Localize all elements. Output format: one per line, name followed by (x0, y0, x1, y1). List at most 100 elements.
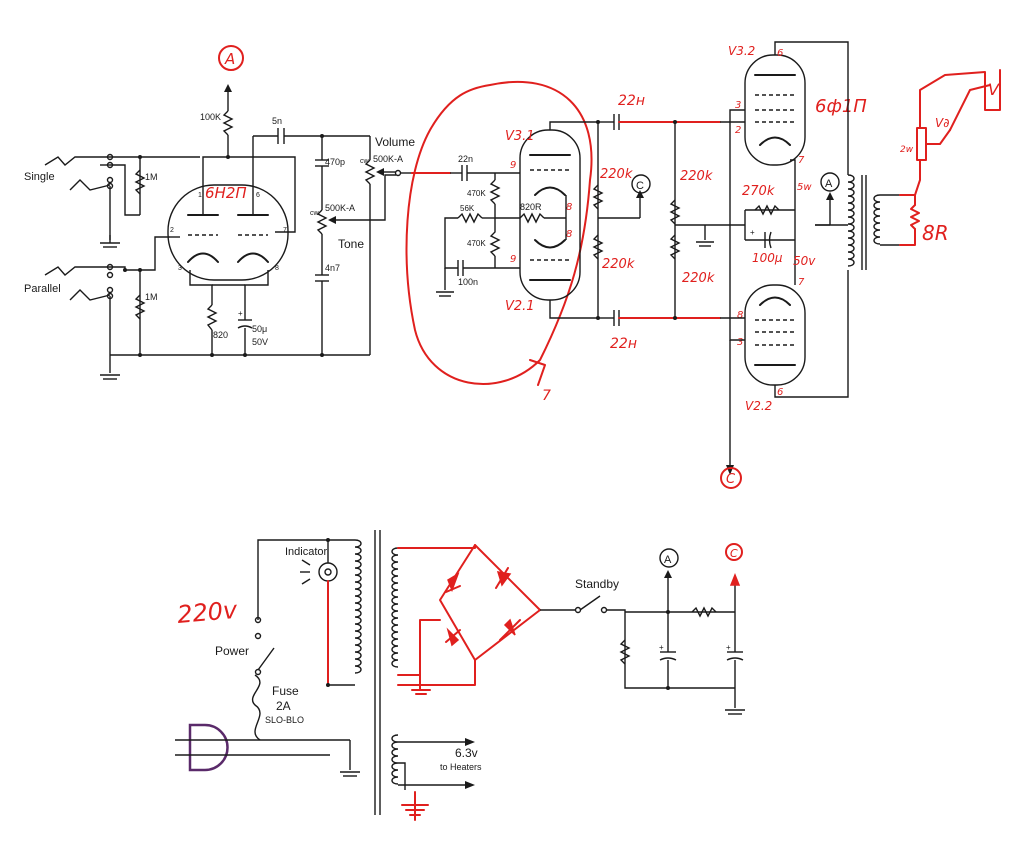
hw-pin: 6 (777, 387, 783, 398)
hw-pin: 8 (737, 310, 743, 321)
hw-r8r: 8R (922, 221, 949, 245)
phase-inverter-section: 7 V3.1 V2.1 9 9 8 8 22n 470K 56K 470K (405, 80, 745, 404)
hw-r220k-b: 220k (602, 257, 635, 272)
hw-va: V∂ (935, 116, 949, 130)
label-r-470k-b: 470K (467, 239, 486, 248)
tube-v3-2 (744, 54, 806, 166)
hw-pin: 8 (566, 229, 572, 240)
output-transformer (847, 174, 900, 270)
label-tone: Tone (338, 237, 364, 251)
standby-switch[interactable] (574, 595, 608, 614)
jack-parallel[interactable] (44, 263, 114, 301)
hw-r2w: 2w (900, 145, 914, 155)
node-a-top: A (218, 45, 244, 71)
node-c-supply: C (725, 543, 743, 561)
tube-v2-2 (744, 284, 806, 386)
hw-mains: 220v (176, 596, 239, 629)
hw-r220k-c: 220k (680, 169, 713, 184)
hw-v50: 50v (793, 254, 816, 268)
hw-pin: 2 (735, 125, 741, 136)
cap-plus: + (726, 643, 731, 652)
label-pot-tone: 500K-A (325, 203, 355, 213)
hw-seven: 7 (542, 388, 551, 404)
label-r-1m-top: 1M (145, 172, 158, 182)
hw-c22h-bot: 22н (610, 336, 637, 352)
power-transformer (354, 530, 399, 815)
preamp-section: Single Parallel 1M 1M (24, 45, 451, 380)
mains-plug (175, 723, 229, 772)
label-c-22n: 22n (458, 154, 473, 164)
label-r-820r: 820R (520, 202, 542, 212)
cap-plus: + (659, 643, 664, 652)
power-switch[interactable] (254, 616, 275, 676)
hw-c100u: 100μ (752, 251, 783, 265)
label-r-820: 820 (213, 330, 228, 340)
jack-single[interactable] (44, 153, 114, 191)
hw-pin: 9 (510, 254, 516, 265)
node-c-bottom: C (720, 467, 742, 489)
node-a-supply: A (659, 548, 679, 568)
label-c-100n: 100n (458, 277, 478, 287)
hw-v21: V2.1 (505, 299, 535, 314)
node-a-ot: A (820, 172, 840, 192)
label-power: Power (215, 644, 249, 658)
label-c-50v: 50V (252, 337, 268, 347)
ground-symbol (100, 235, 120, 248)
hw-pin: 3 (737, 337, 743, 348)
svg-text:A: A (825, 178, 833, 190)
cap-plus: + (750, 228, 755, 237)
hw-r270k: 270k (742, 184, 775, 199)
hw-v22: V2.2 (745, 399, 772, 413)
hw-pin: 7 (798, 155, 805, 166)
hw-tube-in: 6Н2П (205, 184, 247, 202)
node-c-mid: C (631, 174, 651, 194)
pin-label: 7 (283, 227, 287, 234)
hw-5w: 5w (797, 182, 812, 193)
hw-c22h-top: 22н (618, 93, 645, 109)
label-heater-to: to Heaters (440, 762, 482, 772)
hw-pin: 8 (566, 202, 572, 213)
bridge-rectifier (397, 544, 541, 695)
hw-v31: V3.1 (505, 129, 535, 144)
pin-label: 2 (170, 227, 174, 234)
pin-label: 1 (198, 192, 202, 199)
label-c-470p: 470p (325, 157, 345, 167)
svg-text:A: A (224, 50, 235, 68)
label-fuse-rating: 2A (276, 699, 291, 713)
svg-text:C: C (730, 547, 738, 560)
hw-pin: 7 (798, 277, 805, 288)
label-c-5n: 5n (272, 116, 282, 126)
hw-pin: 6 (777, 48, 783, 59)
label-r-470k-a: 470K (467, 189, 486, 198)
label-volume: Volume (375, 135, 415, 149)
label-r-100k: 100K (200, 112, 221, 122)
hw-r220k-a: 220k (600, 167, 633, 182)
label-pot-volume: 500K-A (373, 154, 403, 164)
hw-r220k-d: 220k (682, 271, 715, 286)
label-r-1m-bot: 1M (145, 292, 158, 302)
label-c-4n7: 4n7 (325, 263, 340, 273)
hw-v-mark: V (988, 80, 1000, 99)
power-supply: 220v Fuse 2A SLO-BLO Power (175, 530, 745, 821)
output-stage: V3.2 6 3 2 7 6ф1П 8 3 7 6 V2.2 C (720, 41, 1001, 489)
hw-tube-out: 6ф1П (815, 96, 867, 117)
pin-label: 8 (275, 265, 279, 272)
pin-label: 3 (178, 265, 182, 272)
label-fuse-type: SLO-BLO (265, 715, 304, 725)
label-single: Single (24, 171, 55, 183)
indicator-lamp (300, 559, 338, 585)
hw-pin: 9 (510, 160, 516, 171)
hw-v32: V3.2 (728, 44, 755, 58)
cap-plus: + (238, 309, 243, 318)
label-standby: Standby (575, 577, 619, 591)
svg-text:C: C (636, 180, 644, 192)
svg-text:C: C (726, 472, 736, 487)
ground-symbol (100, 355, 120, 380)
label-parallel: Parallel (24, 283, 61, 295)
pin-label: 6 (256, 192, 260, 199)
svg-text:A: A (664, 554, 672, 566)
label-fuse: Fuse (272, 684, 299, 698)
label-indicator: Indicator (285, 546, 328, 558)
label-r-56k: 56K (460, 204, 475, 213)
